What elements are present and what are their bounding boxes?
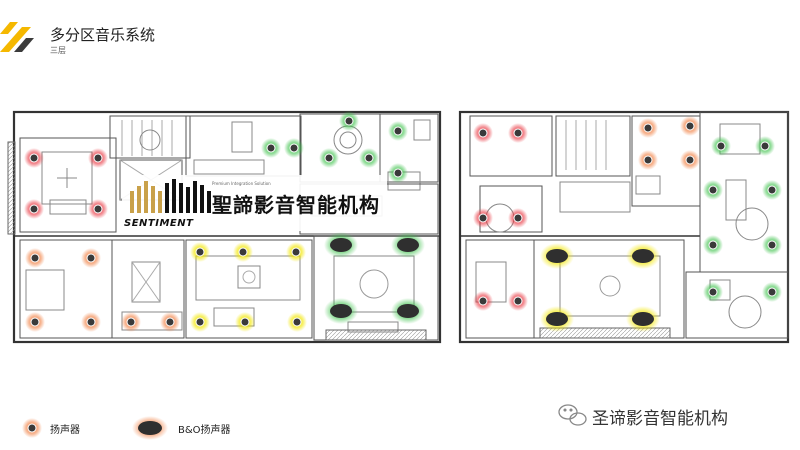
speaker-icon <box>703 282 723 302</box>
speaker-icon <box>473 123 493 143</box>
speaker-icon <box>508 291 528 311</box>
speaker-icon <box>88 199 108 219</box>
legend-speaker-icon <box>22 418 42 438</box>
speaker-icon <box>88 148 108 168</box>
logo-tagline: Premium Integration Solution <box>212 181 271 186</box>
speaker-icon <box>287 312 307 332</box>
speaker-icon <box>703 180 723 200</box>
legend-bo-speaker-label: B&O扬声器 <box>178 425 231 436</box>
logo-name-en: SENTIMENT <box>124 218 194 229</box>
speaker-icon <box>680 116 700 136</box>
wechat-icon <box>558 404 587 426</box>
speaker-icon <box>319 148 339 168</box>
page-title: 多分区音乐系统 <box>50 26 156 44</box>
speaker-icon <box>339 111 359 131</box>
speaker-icon <box>190 242 210 262</box>
speaker-icon <box>711 136 731 156</box>
speaker-icon <box>473 208 493 228</box>
speaker-icon <box>261 138 281 158</box>
bo-speaker-icon <box>391 298 425 324</box>
speaker-icon <box>508 208 528 228</box>
speaker-icon <box>81 312 101 332</box>
title-accent-icon <box>0 22 34 52</box>
speaker-icon <box>638 150 658 170</box>
page-subtitle: 三层 <box>50 46 66 55</box>
speaker-icon <box>762 180 782 200</box>
speaker-icon <box>235 312 255 332</box>
speaker-markers <box>24 111 782 332</box>
speaker-icon <box>81 248 101 268</box>
speaker-icon <box>190 312 210 332</box>
legend-speaker-label: 扬声器 <box>50 425 80 436</box>
speaker-icon <box>680 150 700 170</box>
speaker-icon <box>286 242 306 262</box>
bo-speaker-icon <box>626 306 660 332</box>
watermark-logo <box>122 175 387 231</box>
speaker-icon <box>233 242 253 262</box>
speaker-icon <box>160 312 180 332</box>
wechat-watermark-text: 圣谛影音智能机构 <box>592 409 728 429</box>
bo-speaker-icon <box>540 306 574 332</box>
speaker-icon <box>24 148 44 168</box>
speaker-icon <box>388 121 408 141</box>
logo-bars-icon <box>130 179 211 213</box>
speaker-icon <box>25 312 45 332</box>
speaker-icon <box>755 136 775 156</box>
speaker-icon <box>388 163 408 183</box>
speaker-icon <box>25 248 45 268</box>
bo-speaker-icon <box>391 232 425 258</box>
speaker-icon <box>703 235 723 255</box>
speaker-icon <box>284 138 304 158</box>
legend-bo-speaker-icon <box>132 416 168 440</box>
right-floor-plan <box>458 110 790 344</box>
speaker-icon <box>121 312 141 332</box>
speaker-icon <box>24 199 44 219</box>
bo-speaker-icon <box>626 243 660 269</box>
bo-speaker-icon <box>324 232 358 258</box>
speaker-icon <box>762 282 782 302</box>
left-floor-plan <box>7 110 442 344</box>
logo-name-cn: 聖諦影音智能机构 <box>212 193 380 217</box>
speaker-icon <box>762 235 782 255</box>
speaker-icon <box>473 291 493 311</box>
speaker-icon <box>508 123 528 143</box>
speaker-icon <box>359 148 379 168</box>
bo-speaker-icon <box>324 298 358 324</box>
bo-speaker-icon <box>540 243 574 269</box>
speaker-icon <box>638 118 658 138</box>
